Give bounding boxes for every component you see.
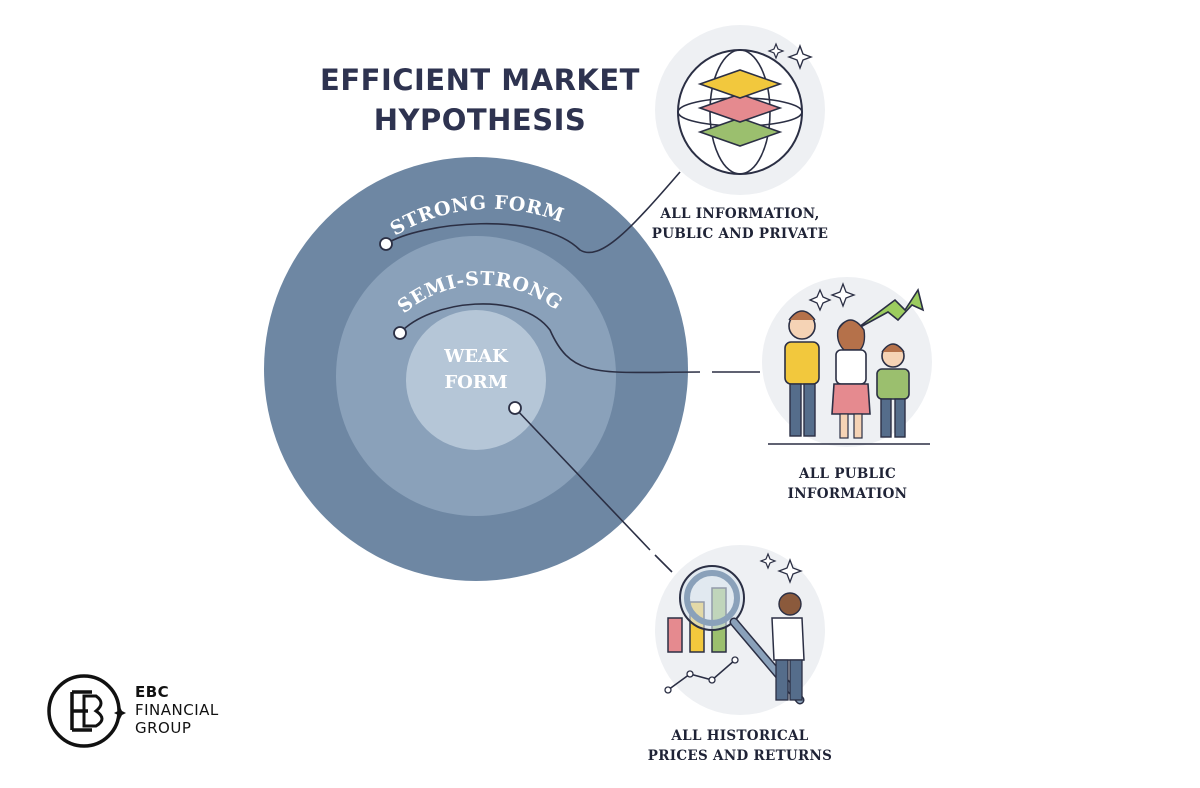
weak-connector-dot: [508, 401, 522, 415]
globe-layers-icon: [655, 25, 825, 195]
title-line2: HYPOTHESIS: [373, 103, 587, 137]
caption-public-info-line1: ALL PUBLIC: [798, 466, 897, 482]
magnifier-chart-icon: [655, 545, 825, 715]
caption-all-info-line1: ALL INFORMATION,: [660, 206, 820, 222]
caption-historical-line2: PRICES AND RETURNS: [647, 748, 833, 764]
weak-form-label-line1: WEAK: [443, 346, 509, 367]
caption-all-information: ALL INFORMATION, PUBLIC AND PRIVATE: [640, 204, 840, 244]
strong-connector: [385, 171, 681, 254]
logo-line3: GROUP: [135, 719, 192, 737]
logo-line1: EBC: [135, 683, 170, 701]
semi-connector: [399, 303, 760, 374]
caption-all-info-line2: PUBLIC AND PRIVATE: [651, 226, 829, 242]
caption-historical-prices: ALL HISTORICAL PRICES AND RETURNS: [630, 726, 850, 766]
logo-line2: FINANCIAL: [135, 701, 219, 719]
weak-form-circle: [406, 310, 546, 450]
caption-public-information: ALL PUBLIC INFORMATION: [760, 464, 935, 504]
semi-connector-dot: [393, 326, 407, 340]
connector-lines: [385, 171, 760, 573]
diagram-title: EFFICIENT MARKET HYPOTHESIS: [300, 60, 660, 140]
weak-form-label-line2: FORM: [444, 372, 507, 393]
ebc-logo-text: EBC FINANCIAL GROUP: [135, 683, 219, 737]
concentric-rings: [264, 157, 688, 581]
caption-historical-line1: ALL HISTORICAL: [671, 728, 809, 744]
title-line1: EFFICIENT MARKET: [320, 63, 640, 97]
caption-public-info-line2: INFORMATION: [787, 486, 908, 502]
strong-connector-dot: [379, 237, 393, 251]
ebc-logo-mark: [47, 674, 126, 748]
weak-connector: [514, 407, 651, 551]
family-growth-icon: [762, 277, 932, 447]
